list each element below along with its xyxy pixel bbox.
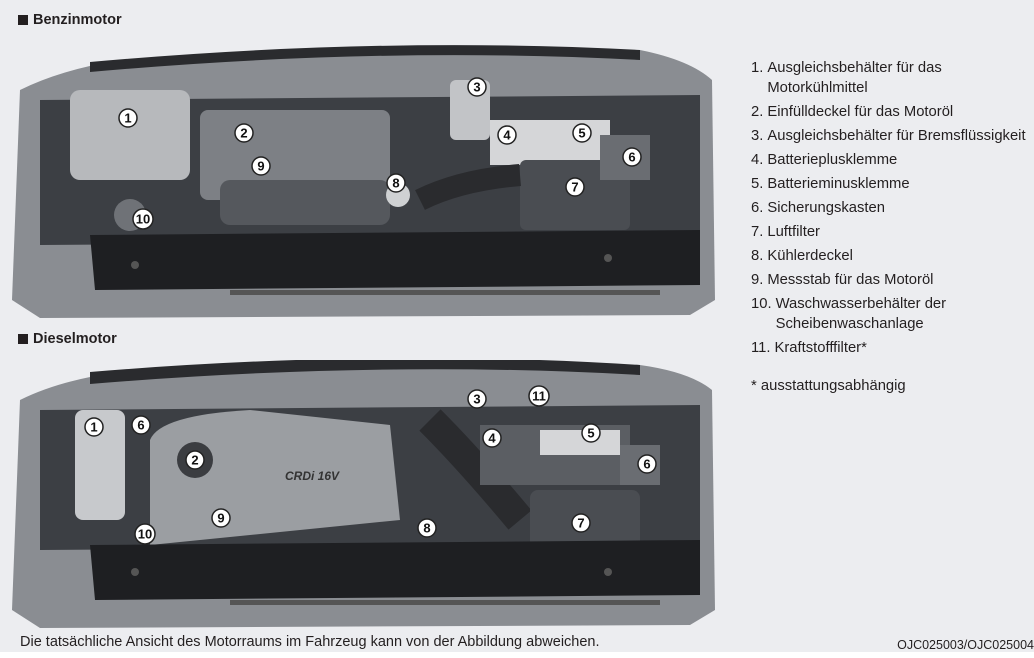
svg-text:8: 8	[423, 521, 430, 536]
svg-text:10: 10	[138, 527, 152, 542]
svg-text:1: 1	[124, 111, 131, 126]
diesel-heading: Dieselmotor	[18, 331, 117, 347]
petrol-callout: 6	[622, 147, 642, 167]
legend-footnote: * ausstattungsabhängig	[751, 378, 906, 394]
legend-item-number: 8.	[751, 248, 764, 264]
diesel-callout: 6	[637, 454, 657, 474]
svg-text:4: 4	[503, 128, 511, 143]
diesel-callout: 7	[571, 513, 591, 533]
legend-item-number: 1.	[751, 60, 764, 76]
petrol-callout: 1	[118, 108, 138, 128]
legend-item-text: Ausgleichsbehälter für das Motorkühlmitt…	[767, 60, 942, 96]
petrol-callout: 2	[234, 123, 254, 143]
legend-item: 7.Luftfilter	[751, 222, 1031, 242]
figure-caption: Die tatsächliche Ansicht des Motorraums …	[20, 634, 600, 650]
bullet-square-icon	[18, 15, 28, 25]
svg-text:6: 6	[643, 457, 650, 472]
svg-text:5: 5	[578, 126, 585, 141]
legend-item-text: Messstab für das Motoröl	[767, 272, 934, 288]
svg-text:3: 3	[473, 80, 480, 95]
legend-item-number: 9.	[751, 272, 764, 288]
legend-item: 2.Einfülldeckel für das Motoröl	[751, 102, 1031, 122]
svg-text:6: 6	[137, 418, 144, 433]
legend-item: 1.Ausgleichsbehälter für das Motorkühlmi…	[751, 58, 1031, 98]
legend-item: 3.Ausgleichsbehälter für Bremsflüssigkei…	[751, 126, 1031, 146]
svg-text:11: 11	[532, 389, 546, 404]
diesel-callout: 8	[417, 518, 437, 538]
petrol-engine-illustration: 1 2 3 4 5 6 7 8 9 10	[12, 45, 715, 318]
legend-item: 6.Sicherungskasten	[751, 198, 1031, 218]
svg-text:9: 9	[257, 159, 264, 174]
legend-item-number: 10.	[751, 296, 772, 312]
diesel-callout: 1	[84, 417, 104, 437]
petrol-callout: 5	[572, 123, 592, 143]
svg-text:5: 5	[587, 426, 594, 441]
legend-item-text: Luftfilter	[767, 224, 820, 240]
legend-item-number: 3.	[751, 128, 764, 144]
diesel-callout: 3	[467, 389, 487, 409]
legend-item-text: Kühlerdeckel	[767, 248, 853, 264]
legend-item-number: 11.	[751, 340, 771, 356]
diesel-callout: 9	[211, 508, 231, 528]
legend-item-text: Batterieminusklemme	[767, 176, 910, 192]
legend-item: 4.Batterieplusklemme	[751, 150, 1031, 170]
diesel-callout: 10	[134, 523, 156, 545]
legend-item-text: Kraftstofffilter*	[774, 340, 867, 356]
legend-item-number: 4.	[751, 152, 764, 168]
legend-item: 8.Kühlerdeckel	[751, 246, 1031, 266]
petrol-callout: 8	[386, 173, 406, 193]
engine-cover-label: CRDi 16V	[285, 469, 340, 483]
legend-item: 10.Waschwasserbehälter der Scheibenwasch…	[751, 294, 1031, 334]
legend-item: 11.Kraftstofffilter*	[751, 338, 1031, 358]
svg-text:10: 10	[136, 212, 150, 227]
petrol-callout: 7	[565, 177, 585, 197]
legend-item-text: Einfülldeckel für das Motoröl	[767, 104, 954, 120]
petrol-callout: 9	[251, 156, 271, 176]
legend-item-text: Waschwasserbehälter der Scheibenwaschanl…	[775, 296, 947, 332]
diesel-callout: 11	[528, 385, 550, 407]
legend-item: 9.Messstab für das Motoröl	[751, 270, 1031, 290]
diesel-callout: 2	[185, 450, 205, 470]
svg-text:6: 6	[628, 150, 635, 165]
petrol-callout: 3	[467, 77, 487, 97]
legend-item: 5.Batterieminusklemme	[751, 174, 1031, 194]
diesel-callout: 4	[482, 428, 502, 448]
diesel-callout: 6	[131, 415, 151, 435]
svg-text:2: 2	[191, 453, 198, 468]
legend-item-text: Sicherungskasten	[767, 200, 885, 216]
svg-text:2: 2	[240, 126, 247, 141]
svg-text:7: 7	[577, 516, 584, 531]
figure-code: OJC025003/OJC025004	[897, 638, 1034, 652]
petrol-title: Benzinmotor	[33, 12, 122, 28]
diesel-callout: 5	[581, 423, 601, 443]
svg-text:4: 4	[488, 431, 496, 446]
petrol-callout: 4	[497, 125, 517, 145]
legend-item-text: Ausgleichsbehälter für Bremsflüssigkeit	[767, 128, 1026, 144]
svg-text:3: 3	[473, 392, 480, 407]
svg-text:9: 9	[217, 511, 224, 526]
legend-item-number: 2.	[751, 104, 764, 120]
svg-text:7: 7	[571, 180, 578, 195]
petrol-heading: Benzinmotor	[18, 12, 122, 28]
component-legend: 1.Ausgleichsbehälter für das Motorkühlmi…	[751, 58, 1031, 396]
diesel-title: Dieselmotor	[33, 331, 117, 347]
svg-text:8: 8	[392, 176, 399, 191]
svg-text:1: 1	[90, 420, 97, 435]
diesel-engine-illustration: CRDi 16V 1 6 2 9 10 8 3 11 4 5 6 7	[12, 360, 715, 628]
legend-item-number: 6.	[751, 200, 764, 216]
legend-item-text: Batterieplusklemme	[767, 152, 898, 168]
legend-item-number: 7.	[751, 224, 764, 240]
legend-item-number: 5.	[751, 176, 764, 192]
bullet-square-icon	[18, 334, 28, 344]
petrol-callout: 10	[132, 208, 154, 230]
